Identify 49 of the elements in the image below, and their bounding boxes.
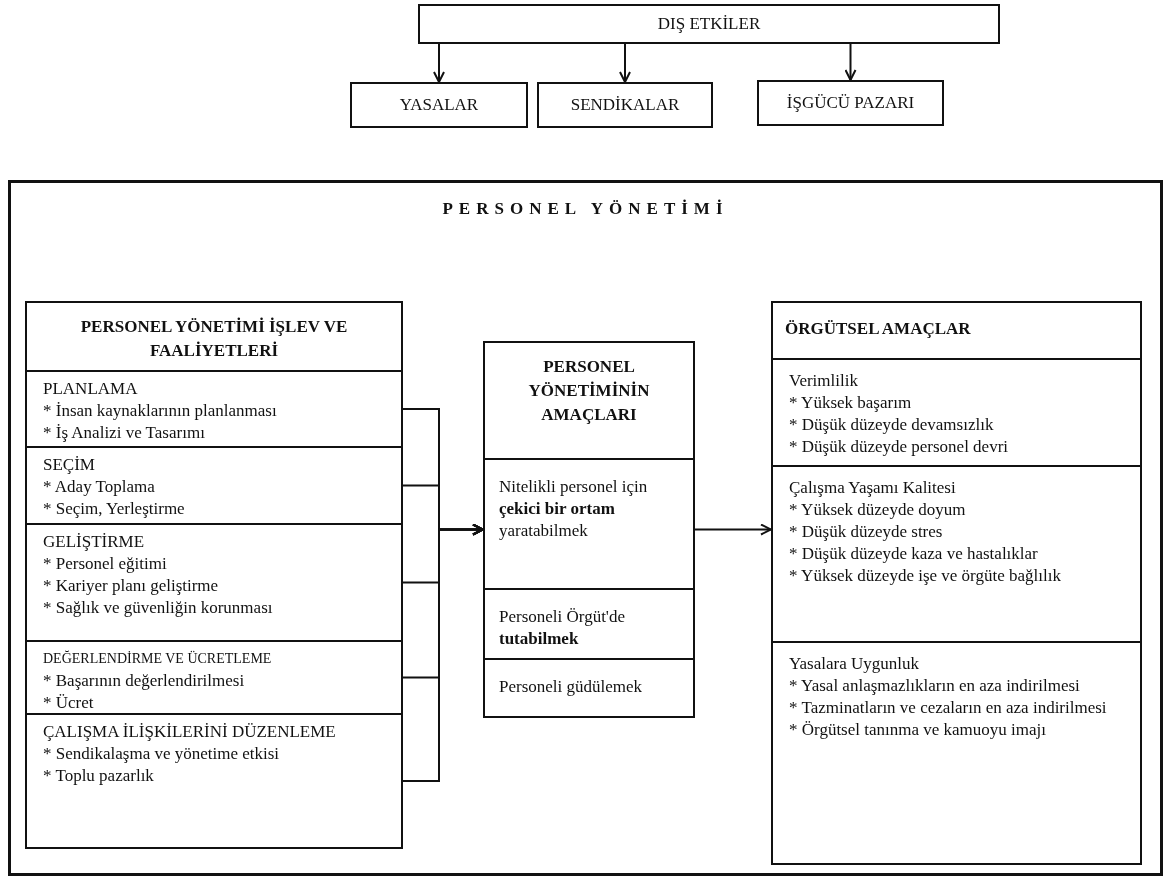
- list-item: * Tazminatların ve cezaların en aza indirilmesi: [789, 697, 1108, 719]
- body-text: Nitelikli personel için çekici bir ortam yaratabilmek: [499, 476, 649, 542]
- list-item: * Düşük düzeyde personel devri: [789, 436, 1010, 458]
- list-item: * Sağlık ve güvenliğin korunması: [43, 597, 274, 619]
- section-heading: PLANLAMA: [43, 378, 139, 400]
- list-item: * Başarının değerlendirilmesi: [43, 670, 246, 692]
- list-item: * Aday Toplama: [43, 476, 156, 498]
- list-item: * Kariyer planı geliştirme: [43, 575, 220, 597]
- list-item: * Örgütsel tanınma ve kamuoyu imajı: [789, 719, 1047, 741]
- text-box: SENDİKALAR: [537, 82, 713, 128]
- column-heading: PERSONEL YÖNETİMİ İŞLEV VE FAALİYETLERİ: [79, 316, 349, 362]
- body-text: Personeli Örgüt'de tutabilmek: [499, 606, 626, 650]
- arrow: [402, 523, 484, 782]
- arrow: [694, 523, 772, 536]
- column-heading: ÖRGÜTSEL AMAÇLAR: [785, 318, 972, 340]
- list-item: * Toplu pazarlık: [43, 765, 155, 787]
- list-item: * Yüksek düzeyde işe ve örgüte bağlılık: [789, 565, 1062, 587]
- list-item: * Seçim, Yerleştirme: [43, 498, 186, 520]
- column-heading: PERSONEL YÖNETİMİNİN AMAÇLARI: [527, 356, 651, 426]
- list-item: * Düşük düzeyde kaza ve hastalıklar: [789, 543, 1039, 565]
- text-box: DIŞ ETKİLER: [418, 4, 1000, 44]
- section-heading: Çalışma Yaşamı Kalitesi: [789, 477, 957, 499]
- list-item: * Yüksek başarım: [789, 392, 913, 414]
- list-item: * Personel eğitimi: [43, 553, 168, 575]
- list-item: * Ücret: [43, 692, 95, 714]
- panel: [8, 180, 1163, 876]
- section-heading: ÇALIŞMA İLİŞKİLERİNİ DÜZENLEME: [43, 721, 337, 743]
- section-heading: Yasalara Uygunluk: [789, 653, 920, 675]
- list-item: * Yüksek düzeyde doyum: [789, 499, 967, 521]
- section-heading: GELİŞTİRME: [43, 531, 146, 553]
- arrow: [433, 43, 445, 83]
- column-box: [25, 301, 403, 849]
- list-item: * Düşük düzeyde devamsızlık: [789, 414, 995, 436]
- column-box: [483, 341, 695, 718]
- body-text: Personeli güdülemek: [499, 676, 644, 698]
- section-heading: Verimlilik: [789, 370, 859, 392]
- arrow: [844, 43, 857, 81]
- arrow: [619, 43, 631, 83]
- list-item: * Düşük düzeyde stres: [789, 521, 944, 543]
- panel-title: PERSONEL YÖNETİMİ: [441, 199, 730, 219]
- list-item: * İnsan kaynaklarının planlanması: [43, 400, 278, 422]
- list-item: * İş Analizi ve Tasarımı: [43, 422, 206, 444]
- column-box: [771, 301, 1142, 865]
- section-heading: DEĞERLENDİRME VE ÜCRETLEME: [43, 649, 273, 668]
- text-box: YASALAR: [350, 82, 528, 128]
- list-item: * Sendikalaşma ve yönetime etkisi: [43, 743, 281, 765]
- section-heading: SEÇİM: [43, 454, 96, 476]
- list-item: * Yasal anlaşmazlıkların en aza indirilmesi: [789, 675, 1081, 697]
- text-box: İŞGÜCÜ PAZARI: [757, 80, 944, 126]
